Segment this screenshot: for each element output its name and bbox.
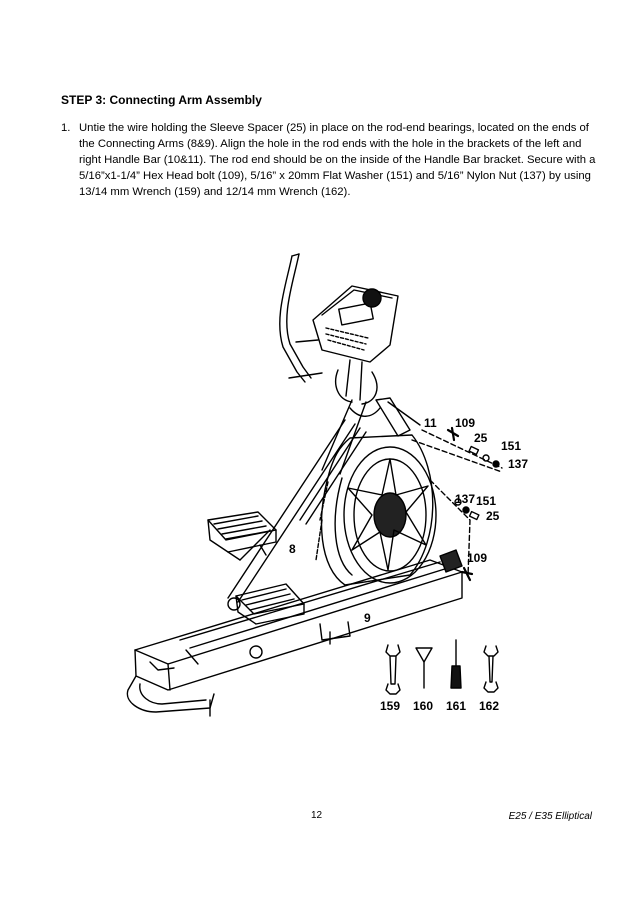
connecting-arms [227, 419, 367, 603]
pedal-upper [207, 511, 277, 561]
part-label: 137 [508, 457, 528, 471]
screwdriver-161-icon [450, 639, 462, 689]
page-number: 12 [311, 810, 323, 821]
tool-label: 159 [380, 699, 400, 713]
handlebar-right [375, 397, 421, 437]
exploded-hardware-lower [429, 479, 480, 582]
base-frame [126, 549, 463, 717]
part-label: 25 [474, 431, 488, 445]
instruction-list: 1. Untie the wire holding the Sleeve Spa… [61, 120, 601, 200]
part-label: 151 [476, 494, 496, 508]
wrench-159-icon [385, 644, 401, 695]
instruction-number: 1. [61, 122, 71, 134]
exploded-hardware-upper [411, 426, 503, 473]
part-label: 151 [501, 439, 521, 453]
handlebar-left [279, 253, 323, 383]
part-label: 11 [424, 416, 437, 430]
pedal-lower [235, 583, 305, 625]
console [312, 285, 399, 405]
screwdriver-160-icon [415, 647, 433, 689]
wrench-162-icon [483, 645, 499, 693]
part-label: 109 [467, 551, 487, 565]
instruction-text: Untie the wire holding the Sleeve Spacer… [79, 122, 596, 199]
step-heading: STEP 3: Connecting Arm Assembly [61, 93, 262, 107]
tool-label: 161 [446, 699, 466, 713]
part-labels: 11 109 25 151 137 137 151 25 109 8 9 [289, 416, 528, 625]
tool-label: 162 [479, 699, 499, 713]
part-label: 9 [364, 611, 371, 625]
part-label: 137 [455, 492, 475, 506]
footer-title: E25 / E35 Elliptical [508, 811, 592, 822]
flywheel-shroud [315, 434, 437, 586]
part-label: 109 [455, 416, 475, 430]
part-label: 25 [486, 509, 500, 523]
tool-labels: 159 160 161 162 [380, 699, 499, 713]
tool-label: 160 [413, 699, 433, 713]
instruction-item: 1. Untie the wire holding the Sleeve Spa… [61, 120, 601, 200]
part-label: 8 [289, 542, 296, 556]
